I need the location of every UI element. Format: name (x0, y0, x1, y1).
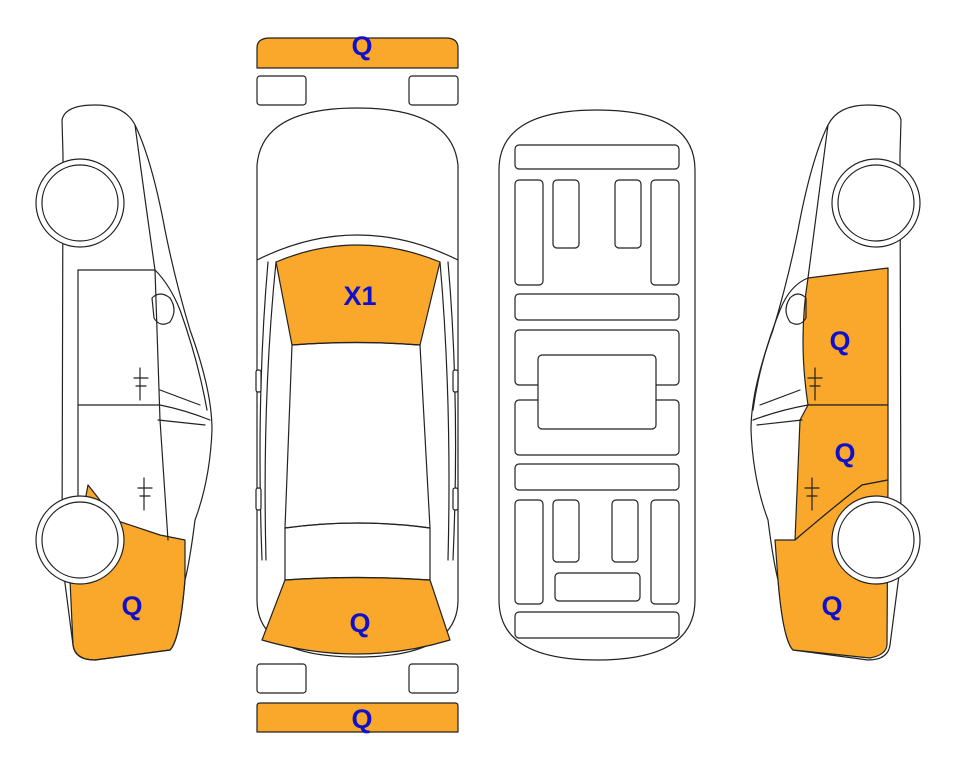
rear-bumper-label: Q (351, 704, 372, 734)
front-left-light (256, 75, 307, 106)
underside-outline (498, 109, 696, 661)
rear-left-light (256, 663, 307, 694)
right-front-wheel (831, 158, 921, 248)
left-side-view: Q (35, 104, 213, 661)
rear-right-light (408, 663, 459, 694)
left-door-handle (255, 487, 262, 511)
left-mirror (255, 369, 262, 393)
right-rear-door-label: Q (834, 438, 855, 468)
right-side-view: Q Q Q (750, 104, 921, 661)
left-rear-quarter-label: Q (121, 591, 142, 621)
right-rear-wheel (831, 495, 921, 585)
left-side-outline (61, 104, 213, 661)
windshield-label: X1 (343, 281, 376, 311)
right-front-door-label: Q (829, 326, 850, 356)
car-body-outline (256, 107, 459, 658)
front-right-light (408, 75, 459, 106)
right-rear-quarter-label: Q (821, 591, 842, 621)
rear-window-label: Q (349, 608, 370, 638)
top-view: Q X1 Q Q (255, 31, 459, 734)
underside-view (498, 109, 696, 661)
rear-bumper-panel[interactable] (256, 702, 459, 733)
right-door-handle (452, 487, 459, 511)
roof-panel (284, 341, 431, 529)
front-bumper-label: Q (351, 31, 372, 61)
left-front-wheel (35, 158, 125, 248)
front-bumper-panel[interactable] (256, 37, 459, 69)
right-mirror (452, 369, 459, 393)
left-rear-wheel (35, 495, 125, 585)
